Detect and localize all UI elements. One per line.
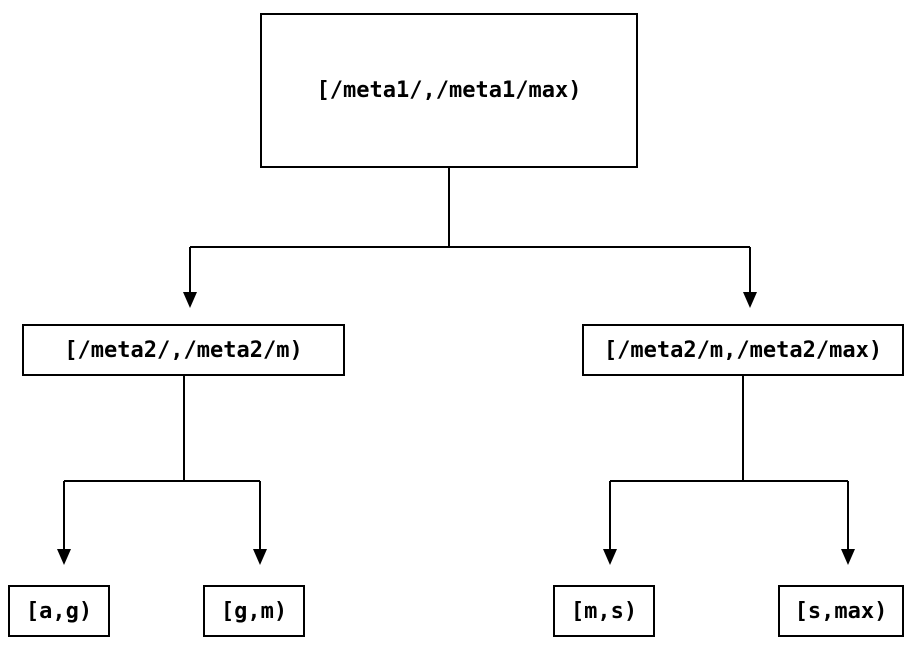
arrow-down-icon <box>841 549 855 565</box>
tree-node-leaf-ag: [a,g) <box>8 585 110 637</box>
tree-node-label: [a,g) <box>25 598 93 624</box>
tree-node-leaf-gm: [g,m) <box>203 585 305 637</box>
tree-node-label: [s,max) <box>794 598 888 624</box>
arrow-down-icon <box>603 549 617 565</box>
edge-left-mid-to-leaves <box>57 376 267 565</box>
tree-node-leaf-ms: [m,s) <box>553 585 655 637</box>
arrow-down-icon <box>253 549 267 565</box>
edge-root-to-children <box>183 168 757 308</box>
tree-node-meta2-high: [/meta2/m,/meta2/max) <box>582 324 904 376</box>
arrow-down-icon <box>183 292 197 308</box>
edge-right-mid-to-leaves <box>603 376 855 565</box>
tree-node-meta2-low: [/meta2/,/meta2/m) <box>22 324 345 376</box>
tree-node-root: [/meta1/,/meta1/max) <box>260 13 638 168</box>
tree-node-leaf-smax: [s,max) <box>778 585 904 637</box>
tree-node-label: [/meta1/,/meta1/max) <box>316 78 582 103</box>
tree-node-label: [m,s) <box>570 598 638 624</box>
tree-node-label: [/meta2/m,/meta2/max) <box>603 337 883 363</box>
arrow-down-icon <box>57 549 71 565</box>
tree-node-label: [/meta2/,/meta2/m) <box>64 337 303 363</box>
tree-node-label: [g,m) <box>220 598 288 624</box>
arrow-down-icon <box>743 292 757 308</box>
